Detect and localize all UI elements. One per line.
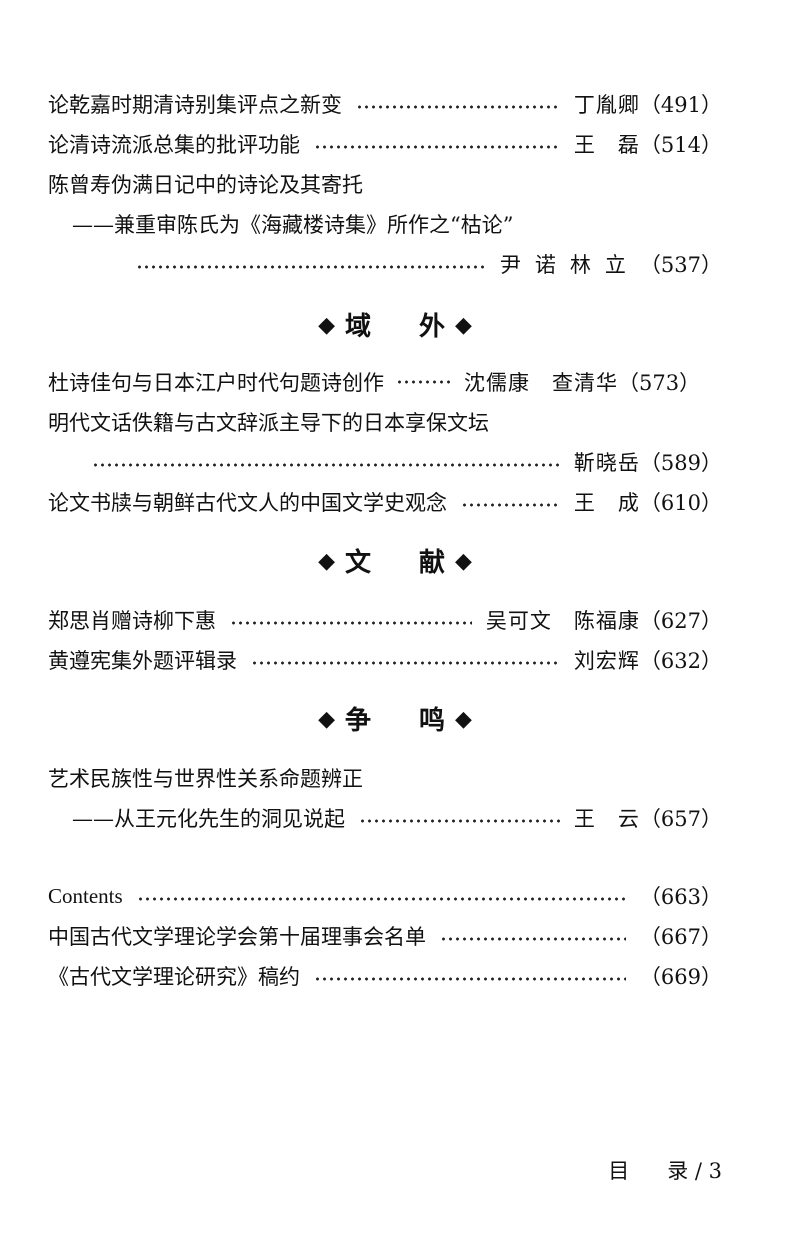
section-heading-char: 鸣: [419, 706, 446, 736]
entry-page: （589）: [639, 451, 722, 475]
entry-page: （667）: [639, 925, 722, 949]
entry-page: （537）: [639, 253, 722, 277]
section-heading: ◆ 争 鸣 ◆: [0, 700, 790, 737]
entry-title: 中国古代文学理论学会第十届理事会名单: [48, 925, 426, 949]
diamond-icon: ◆: [455, 311, 472, 338]
entry-page: （610）: [639, 491, 722, 515]
diamond-icon: ◆: [455, 705, 472, 732]
toc-entry: ——从王元化先生的洞见说起 王 云 （657）: [48, 800, 722, 836]
diamond-icon: ◆: [455, 547, 472, 574]
toc-entry-subtitle-line: ——兼重审陈氏为《海藏楼诗集》所作之“枯论”: [48, 206, 722, 242]
toc-entry: 郑思肖赠诗柳下惠 吴可文 陈福康 （627）: [48, 602, 722, 638]
toc-entry: 杜诗佳句与日本江户时代句题诗创作 沈儒康 查清华 （573）: [48, 364, 722, 400]
footer-right-text: 录 / 3: [667, 1159, 722, 1183]
entry-author: 王 云: [573, 807, 640, 831]
entry-title: 明代文话佚籍与古文辞派主导下的日本享保文坛: [48, 411, 489, 435]
toc-entry: 论清诗流派总集的批评功能 王 磊 （514）: [48, 126, 722, 162]
entry-title: 论文书牍与朝鲜古代文人的中国文学史观念: [48, 491, 447, 515]
entry-title: 黄遵宪集外题评辑录: [48, 649, 237, 673]
leader-dots: [92, 463, 560, 467]
diamond-icon: ◆: [318, 705, 335, 732]
toc-entry: 黄遵宪集外题评辑录 刘宏辉 （632）: [48, 642, 722, 678]
leader-dots: [461, 503, 560, 507]
leader-dots: [136, 265, 486, 269]
leader-dots: [396, 380, 452, 384]
diamond-icon: ◆: [318, 311, 335, 338]
entry-subtitle: ——从王元化先生的洞见说起: [72, 807, 345, 831]
entry-title: 艺术民族性与世界性关系命题辨正: [48, 767, 363, 791]
leader-dots: [356, 105, 560, 109]
entry-page: （573）: [618, 371, 701, 395]
toc-entry: 论文书牍与朝鲜古代文人的中国文学史观念 王 成 （610）: [48, 484, 722, 520]
entry-author: 沈儒康 查清华: [464, 371, 618, 395]
leader-dots: [136, 897, 626, 901]
section-heading-char: 外: [419, 312, 446, 342]
leader-dots: [251, 661, 560, 665]
toc-entry-leader-line: 尹诺林立 （537）: [48, 246, 722, 282]
entry-page: （663）: [639, 885, 722, 909]
section-heading-char: 域: [344, 312, 371, 342]
entry-page: （657）: [639, 807, 722, 831]
entry-title: 论乾嘉时期清诗别集评点之新变: [48, 93, 342, 117]
entry-page: （627）: [639, 609, 722, 633]
entry-page: （491）: [639, 93, 722, 117]
entry-page: （514）: [639, 133, 722, 157]
page-footer: 目 录 / 3: [608, 1155, 722, 1185]
toc-entry: 中国古代文学理论学会第十届理事会名单 （667）: [48, 918, 722, 954]
entry-author: 刘宏辉: [573, 649, 640, 673]
entry-author: 吴可文 陈福康: [485, 609, 640, 633]
entry-page: （632）: [639, 649, 722, 673]
leader-dots: [314, 145, 560, 149]
entry-author: 尹诺林立: [499, 253, 640, 277]
toc-entry: 论乾嘉时期清诗别集评点之新变 丁胤卿 （491）: [48, 86, 722, 122]
leader-dots: [314, 977, 626, 981]
leader-dots: [230, 621, 472, 625]
toc-entry-title-line: 陈曾寿伪满日记中的诗论及其寄托: [48, 166, 722, 202]
entry-author: 王 磊: [573, 133, 640, 157]
section-heading-char: 争: [344, 706, 371, 736]
section-heading: ◆ 域 外 ◆: [0, 306, 790, 343]
entry-subtitle: ——兼重审陈氏为《海藏楼诗集》所作之“枯论”: [72, 213, 514, 237]
entry-author: 靳晓岳: [573, 451, 640, 475]
toc-entry-leader-line: 靳晓岳 （589）: [48, 444, 722, 480]
diamond-icon: ◆: [318, 547, 335, 574]
entry-author: 丁胤卿: [573, 93, 640, 117]
entry-title: 郑思肖赠诗柳下惠: [48, 609, 216, 633]
entry-page: （669）: [639, 965, 722, 989]
section-heading-char: 献: [419, 548, 446, 578]
leader-dots: [440, 937, 626, 941]
toc-entry-title-line: 明代文话佚籍与古文辞派主导下的日本享保文坛: [48, 404, 722, 440]
entry-author: 王 成: [573, 491, 640, 515]
entry-title: Contents: [48, 883, 123, 908]
section-heading: ◆ 文 献 ◆: [0, 542, 790, 579]
footer-left-text: 目: [608, 1159, 630, 1183]
entry-title: 《古代文学理论研究》稿约: [48, 965, 300, 989]
entry-title: 陈曾寿伪满日记中的诗论及其寄托: [48, 173, 363, 197]
toc-entry: Contents （663）: [48, 878, 722, 914]
leader-dots: [359, 819, 560, 823]
toc-entry-title-line: 艺术民族性与世界性关系命题辨正: [48, 760, 722, 796]
entry-title: 论清诗流派总集的批评功能: [48, 133, 300, 157]
section-heading-char: 文: [344, 548, 371, 578]
toc-entry: 《古代文学理论研究》稿约 （669）: [48, 958, 722, 994]
entry-title: 杜诗佳句与日本江户时代句题诗创作: [48, 371, 384, 395]
